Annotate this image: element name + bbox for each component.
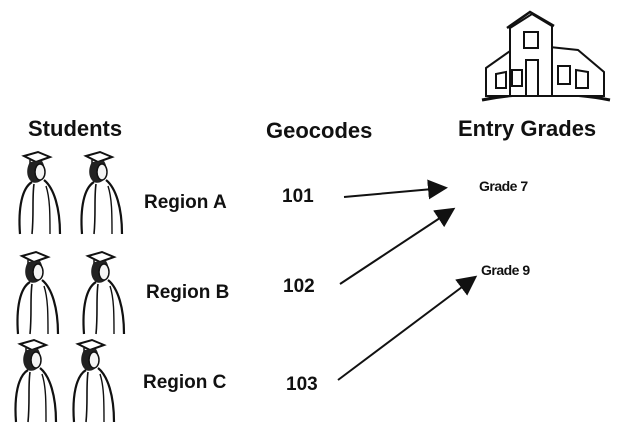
school-building-icon bbox=[481, 10, 611, 102]
geocode-value: 103 bbox=[286, 374, 318, 395]
region-label: Region A bbox=[144, 192, 227, 213]
geocode-value: 102 bbox=[283, 276, 315, 297]
arrow-icon bbox=[339, 207, 456, 285]
graduate-student-icon bbox=[18, 150, 124, 236]
arrow-icon bbox=[337, 275, 478, 381]
students-header: Students bbox=[28, 116, 123, 141]
entry-grades-header: Entry Grades bbox=[458, 116, 597, 141]
geocodes-header: Geocodes bbox=[266, 118, 373, 143]
region-label: Region B bbox=[146, 282, 230, 303]
grade-label: Grade 7 bbox=[479, 178, 528, 194]
graduate-student-icon bbox=[16, 250, 126, 336]
grade-label: Grade 9 bbox=[481, 262, 530, 278]
arrow-icon bbox=[343, 179, 448, 200]
geocode-value: 101 bbox=[282, 186, 314, 207]
graduate-student-icon bbox=[14, 338, 116, 424]
region-label: Region C bbox=[143, 372, 227, 393]
